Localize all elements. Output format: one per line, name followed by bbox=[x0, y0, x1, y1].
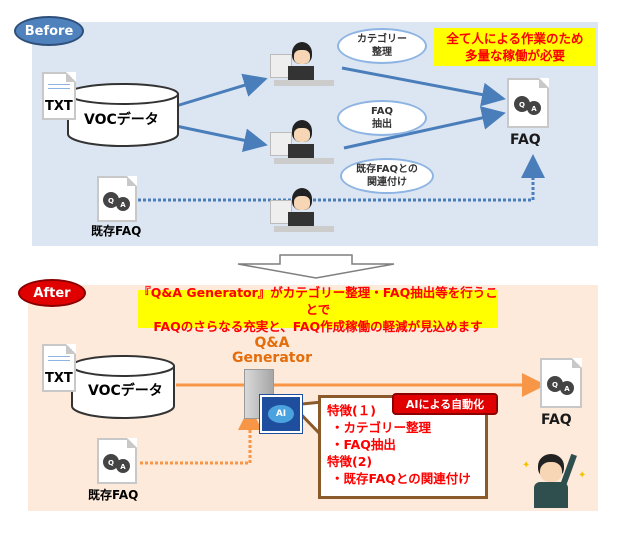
before-after-arrow bbox=[237, 254, 395, 279]
after-existing-faq-label: 既存FAQ bbox=[88, 488, 139, 502]
qa-q: Q bbox=[108, 197, 114, 205]
worker-illustration-3 bbox=[270, 186, 346, 236]
ai-automation-badge: AIによる自動化 bbox=[392, 393, 498, 415]
qa-icon: Q A bbox=[547, 376, 574, 395]
task-bubble-2: FAQ 抽出 bbox=[337, 100, 427, 136]
before-database-label: VOCデータ bbox=[84, 112, 159, 128]
task-1-line-1: カテゴリー bbox=[357, 34, 407, 45]
generator-title-line-2: Generator bbox=[231, 350, 312, 366]
qa-a: A bbox=[120, 201, 126, 209]
after-note: 『Q&A Generator』がカテゴリー整理・FAQ抽出等を行うことで FAQ… bbox=[138, 285, 498, 334]
before-note: 全て人による作業のため 多量な稼働が必要 bbox=[434, 28, 596, 66]
sparkle-icon: ✦ bbox=[578, 470, 587, 481]
qa-q: Q bbox=[108, 459, 114, 467]
qa-a: A bbox=[120, 463, 126, 471]
ai-chip-label: AI bbox=[268, 405, 294, 423]
arrow-task1-to-faq bbox=[341, 66, 506, 107]
qa-q: Q bbox=[519, 101, 525, 109]
worker-illustration-1 bbox=[270, 40, 346, 90]
after-note-line-1: 『Q&A Generator』がカテゴリー整理・FAQ抽出等を行うことで bbox=[138, 284, 498, 317]
qa-icon: Q A bbox=[103, 192, 130, 211]
task-1-line-2: 整理 bbox=[372, 47, 392, 58]
arrow-db-to-task1 bbox=[175, 73, 268, 108]
happy-person-illustration: ✦ ✦ bbox=[520, 450, 590, 510]
qa-icon: Q A bbox=[514, 96, 541, 115]
task-3-line-1: 既存FAQとの bbox=[356, 164, 418, 175]
before-faq-doc-icon: Q A bbox=[507, 78, 549, 128]
before-badge: Before bbox=[14, 16, 84, 46]
qa-a: A bbox=[531, 105, 537, 113]
after-faq-label: FAQ bbox=[541, 412, 572, 428]
before-note-line-1: 全て人による作業のため bbox=[446, 31, 584, 46]
after-faq-doc-icon: Q A bbox=[540, 358, 582, 408]
task-bubble-3: 既存FAQとの 関連付け bbox=[340, 158, 434, 194]
feature-1-item-2: ・FAQ抽出 bbox=[331, 437, 396, 452]
feature-2-title: 特徴(2) bbox=[327, 454, 373, 469]
before-txt-label: TXT bbox=[45, 99, 73, 114]
feature-2-item-1: ・既存FAQとの関連付け bbox=[331, 471, 471, 486]
task-bubble-1: カテゴリー 整理 bbox=[337, 28, 427, 64]
arrow-task2-to-faq bbox=[343, 106, 506, 150]
before-existing-faq-label: 既存FAQ bbox=[91, 224, 142, 238]
dotted-existing-to-faq bbox=[138, 154, 545, 202]
before-database-icon bbox=[67, 83, 179, 147]
before-note-line-2: 多量な稼働が必要 bbox=[464, 48, 565, 63]
after-database-label: VOCデータ bbox=[88, 383, 163, 399]
sparkle-icon: ✦ bbox=[522, 460, 531, 471]
qa-q: Q bbox=[552, 381, 558, 389]
before-faq-label: FAQ bbox=[510, 132, 541, 148]
ai-chip-icon: AI bbox=[259, 394, 303, 434]
before-txt-doc-icon bbox=[42, 72, 76, 120]
generator-title-line-1: Q&A bbox=[254, 335, 290, 351]
before-existing-faq-doc-icon: Q A bbox=[97, 176, 137, 222]
after-txt-doc-icon bbox=[42, 344, 76, 392]
task-3-line-2: 関連付け bbox=[367, 177, 407, 188]
task-2-line-2: 抽出 bbox=[372, 119, 392, 130]
feature-1-title: 特徴(１) bbox=[327, 403, 376, 418]
generator-title: Q&A Generator bbox=[224, 336, 320, 366]
after-badge: After bbox=[18, 279, 86, 307]
feature-1-item-1: ・カテゴリー整理 bbox=[331, 420, 432, 435]
after-txt-label: TXT bbox=[45, 371, 73, 386]
qa-a: A bbox=[564, 385, 570, 393]
qa-icon: Q A bbox=[103, 454, 130, 473]
after-database-icon bbox=[71, 355, 175, 419]
after-note-line-2: FAQのさらなる充実と、FAQ作成稼働の軽減が見込めます bbox=[153, 318, 483, 334]
worker-illustration-2 bbox=[270, 118, 346, 168]
task-2-line-1: FAQ bbox=[371, 106, 393, 117]
arrow-db-to-task2 bbox=[175, 124, 268, 153]
dotted-existing-to-generator bbox=[140, 406, 262, 465]
after-existing-faq-doc-icon: Q A bbox=[97, 438, 137, 484]
